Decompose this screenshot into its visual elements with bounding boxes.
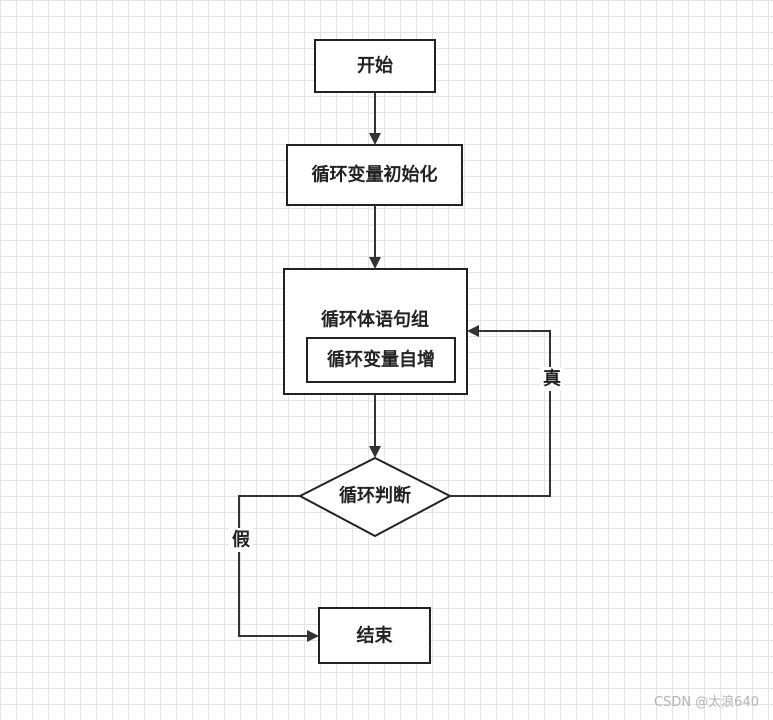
loop-body-label: 循环体语句组	[321, 309, 429, 331]
start-node: 开始	[314, 39, 436, 93]
true-label-bg	[540, 367, 564, 391]
edge-condition-false-to-end	[238, 495, 319, 642]
init-node: 循环变量初始化	[286, 144, 463, 206]
condition-label: 循环判断	[339, 485, 411, 507]
condition-node: 循环判断	[297, 456, 453, 538]
init-label: 循环变量初始化	[312, 164, 438, 186]
false-label-bg	[229, 528, 253, 552]
increment-label: 循环变量自增	[327, 349, 435, 371]
true-edge-label: 真	[543, 368, 561, 390]
false-edge-label: 假	[232, 529, 251, 551]
edge-condition-true-loop	[450, 325, 551, 497]
increment-node: 循环变量自增	[306, 337, 456, 383]
end-node: 结束	[318, 607, 431, 664]
start-label: 开始	[357, 55, 393, 77]
end-label: 结束	[357, 625, 394, 647]
watermark: CSDN @太浪640	[653, 695, 759, 710]
